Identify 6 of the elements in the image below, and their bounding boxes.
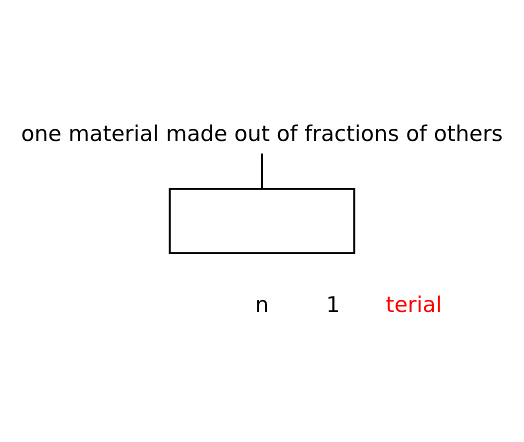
node-text: one material made out of fractions of others	[21, 122, 503, 148]
node-box	[168, 188, 356, 254]
label: n	[255, 292, 269, 318]
label: 1	[326, 292, 340, 318]
connector	[261, 154, 263, 189]
label: terial	[386, 292, 442, 318]
